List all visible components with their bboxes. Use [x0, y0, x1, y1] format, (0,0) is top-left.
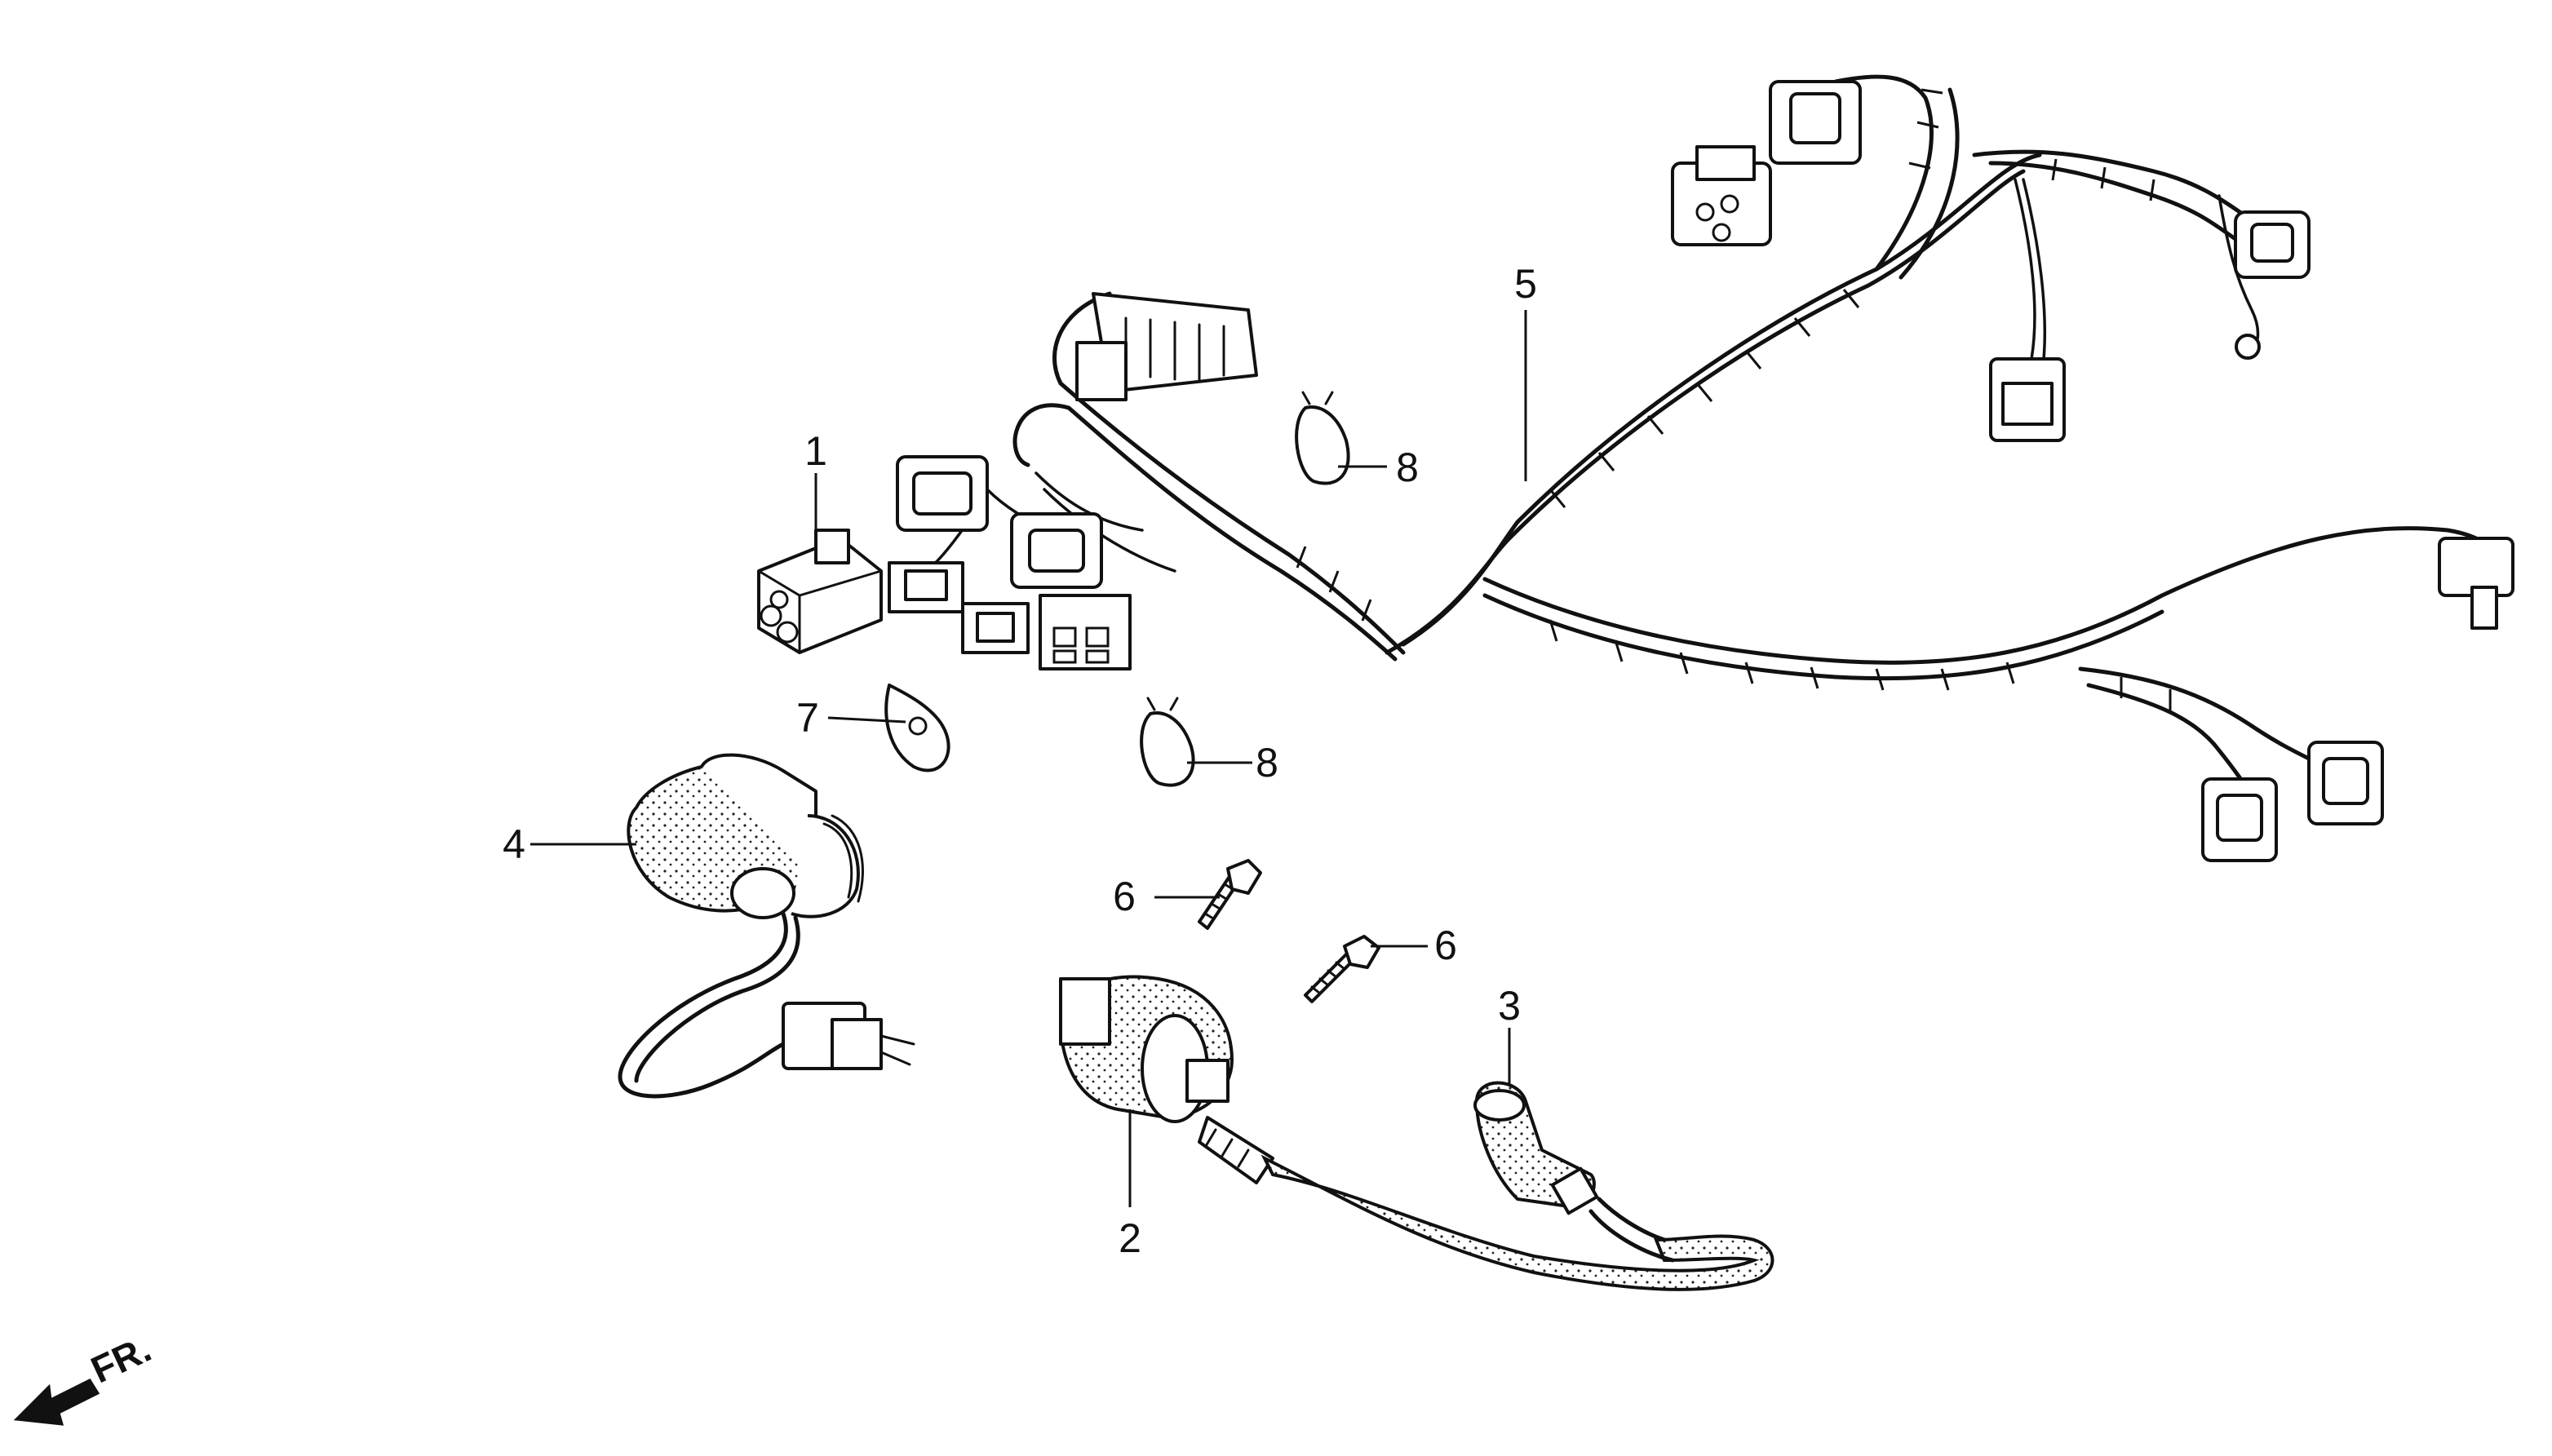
- part-1-connector: [757, 529, 883, 654]
- harness-connector-multi-pin: [1075, 292, 1258, 401]
- part-6-bolt-upper: [1198, 859, 1262, 930]
- part-8-clip-lower: [1140, 697, 1195, 787]
- harness-connector-right-top: [2234, 210, 2311, 279]
- part-7-band-clip: [884, 684, 950, 772]
- callout-8-lower: 8: [1256, 740, 1278, 786]
- callout-4: 4: [503, 821, 525, 867]
- harness-connector-top-2: [1769, 80, 1862, 165]
- harness-connector-lower-right-2: [2201, 777, 2278, 862]
- harness-connector-right-mid: [1989, 357, 2066, 442]
- part-2-ignition-coil: [1058, 975, 1774, 1291]
- part-8-clip-upper: [1295, 391, 1350, 485]
- harness-connector-4pin: [1039, 594, 1132, 670]
- harness-connector-right-end: [2438, 537, 2514, 630]
- front-label: FR.: [85, 1327, 157, 1391]
- harness-connector-left-upper: [896, 455, 989, 532]
- part-4-regulator-unit: [618, 753, 915, 1099]
- callout-1: 1: [804, 428, 827, 474]
- callout-numbers: 1 2 3 4 5 6 6 7 8 8: [503, 261, 1537, 1261]
- ground-terminal-ring: [2235, 334, 2261, 360]
- leader-lines: [530, 310, 1527, 1207]
- harness-connector-small: [961, 602, 1030, 654]
- callout-6-upper: 6: [1113, 874, 1136, 919]
- wire-harness: [912, 74, 2499, 798]
- harness-connector-top-1: [1671, 145, 1772, 246]
- harness-tape-marks: [1296, 88, 2172, 710]
- callout-7: 7: [796, 695, 819, 741]
- callout-5: 5: [1514, 261, 1537, 307]
- callout-6-lower: 6: [1434, 923, 1457, 968]
- harness-connector-2pin: [888, 561, 964, 613]
- harness-connector-lower-right-1: [2307, 741, 2384, 825]
- harness-connector-left-middle: [1010, 512, 1103, 589]
- part-3-spark-plug-cap: [1473, 1081, 1599, 1215]
- callout-8-upper: 8: [1396, 445, 1419, 490]
- callout-2: 2: [1119, 1215, 1141, 1261]
- front-direction-indicator: FR.: [13, 1327, 157, 1426]
- front-arrow-icon: [13, 1379, 100, 1426]
- callout-3: 3: [1498, 983, 1521, 1029]
- part-6-bolt-lower: [1304, 935, 1380, 1003]
